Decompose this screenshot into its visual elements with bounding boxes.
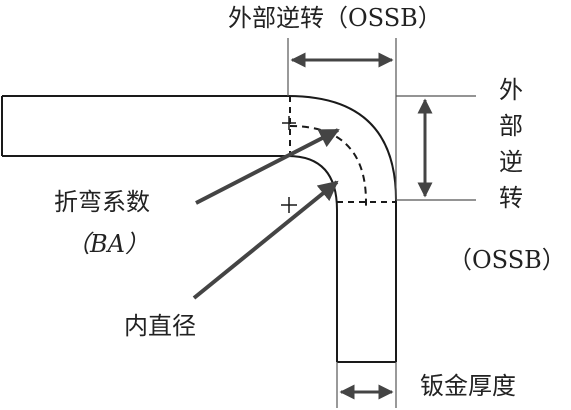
bend-center-mark: [282, 116, 296, 130]
ossb-side-char-4: 转: [499, 184, 523, 212]
ossb-side-char-2: 部: [499, 112, 523, 140]
inner-center-mark: [281, 197, 297, 213]
sheet-thickness-label: 钣金厚度: [420, 372, 516, 400]
ossb-side-char-3: 逆: [499, 148, 523, 176]
inner-diameter-leader: [192, 180, 339, 300]
ossb-top-label: 外部逆转（OSSB）: [228, 4, 442, 32]
neutral-axis-dashed: [289, 125, 367, 208]
bend-allowance-leader: [195, 128, 340, 205]
bend-allowance-abbr: （BA）: [66, 230, 149, 258]
ossb-side-label: 外 部 逆 转: [496, 76, 526, 212]
ossb-side-char-1: 外: [499, 76, 523, 104]
inner-diameter-label: 内直径: [124, 312, 196, 340]
ossb-side-abbr: （OSSB）: [448, 246, 566, 274]
bend-allowance-label: 折弯系数: [54, 188, 150, 216]
